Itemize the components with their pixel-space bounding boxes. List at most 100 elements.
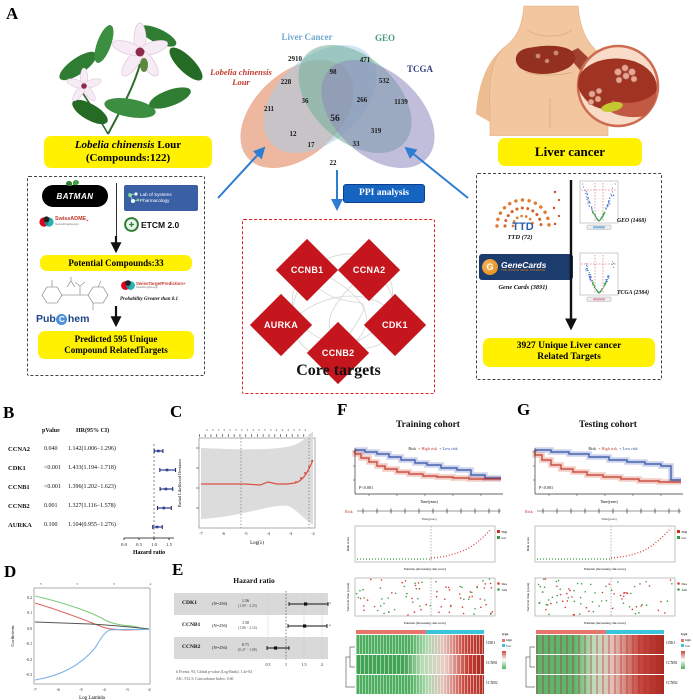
axis-tick: 0.5 <box>136 542 142 547</box>
predicted-targets-box: Predicted 595 Unique Compound RelatedTar… <box>38 331 194 359</box>
risk-strip-x-label: Time(years) <box>421 517 436 521</box>
legend-high: high <box>506 637 513 642</box>
km-legend-high: + High risk <box>418 446 438 451</box>
expression-scale-icon <box>681 651 685 670</box>
panel-c-label: C <box>170 402 182 421</box>
heatmap-row <box>356 635 484 655</box>
panel-c-lasso-deviance: C 5 5 5 5 5 5 5 5 5 5 5 5 4 4 4 3 3 2 -7… <box>170 402 316 546</box>
heatmap-gene: CDK1 <box>666 641 676 645</box>
panel-f-training-cohort: F Training cohort Risk+ High risk+ Low r… <box>333 398 515 700</box>
axis-tick: 1.0 <box>151 542 157 547</box>
x-tick: 2 <box>321 662 323 667</box>
plant-name-rest: Lour <box>154 139 182 151</box>
legend-type: type <box>502 632 509 636</box>
survival-scatter: Dead Alive Patients (increasing risk sco… <box>526 577 687 625</box>
heatmap-row <box>356 675 484 695</box>
lsp-line1: Lab of Systems <box>140 192 172 198</box>
n-count: (N=256) <box>212 623 228 628</box>
x-tick: -7 <box>33 687 36 692</box>
pubchem-hem: hem <box>67 313 90 325</box>
genecards-ball-icon: G <box>482 259 498 275</box>
probability-note: Probability Greater than 0.1 <box>120 297 179 302</box>
down-arrow-icon <box>565 180 577 331</box>
panel-e-label: E <box>172 560 184 579</box>
heatmap-row <box>536 635 664 655</box>
predicted-line2: Compound RelatedTargets <box>64 344 168 355</box>
venn-label-lobelia: Lobelia chinensis Lour <box>205 67 277 88</box>
cohort-title: Training cohort <box>396 420 460 430</box>
venn-label-tcga: TCGA <box>407 64 434 74</box>
y-axis-label: Coefficients <box>10 625 15 646</box>
zebra-band <box>174 637 328 659</box>
genecards-sub: THE HUMAN GENE DATABASE <box>501 269 546 273</box>
scatter-legend-alive: Alive <box>502 588 508 592</box>
tcga-caption: TCGA (2384) <box>617 290 650 296</box>
venn-count: 36 <box>302 97 310 105</box>
ttd-wordmark: TTD <box>512 221 533 233</box>
pvalue: 0.100 <box>44 522 58 528</box>
venn-count: 33 <box>353 140 361 148</box>
venn-count: 211 <box>264 105 275 113</box>
km-legend-risk: Risk <box>588 446 597 451</box>
scatter-y-label: Survival time (years) <box>346 583 350 612</box>
etcm-icon <box>124 217 139 232</box>
liver-targets-box: 3927 Unique Liver cancer Related Targets <box>483 338 655 367</box>
panel-d-label: D <box>4 562 16 581</box>
footnote: # Events: 93; Global p-value (Log-Rank):… <box>176 670 253 674</box>
panel-b-label: B <box>3 403 15 422</box>
leaf-icon <box>66 181 72 186</box>
genecards-caption: Gene Cards (3891) <box>498 284 548 291</box>
core-gene-label: CCNA2 <box>352 264 386 275</box>
hr-ci: (1.09 − 2.23) <box>238 604 257 608</box>
heatmap-legend: type high low <box>502 632 513 670</box>
risk-type-bar <box>536 630 664 634</box>
gene: CCNA2 <box>8 446 31 453</box>
heatmap-row <box>536 655 664 675</box>
km-curve-low-risk <box>535 449 681 481</box>
svg-text:Risk+ High risk+ Low risk: Risk+ High risk+ Low risk <box>408 446 458 451</box>
top-ticks: 5 5 5 5 5 5 5 5 5 5 5 5 4 4 4 3 3 2 <box>206 428 308 432</box>
venn-count: 12 <box>290 130 298 138</box>
gene: CCNB1 <box>182 622 201 628</box>
hr-ci: (0.47 − 1.08) <box>238 648 257 652</box>
hr-ci: 1.327(1.116−1.578) <box>68 503 116 509</box>
panel-d-lasso-coefficients: D 5 5 5 4 3 1 0.2 0.1 0.0 -0.1 -0.2 -0.3… <box>4 562 170 700</box>
curve-y-label: Risk score <box>526 536 530 551</box>
risk-type-bar <box>356 630 484 634</box>
km-pvalue: P<0.001 <box>539 485 553 490</box>
risk-table-strip: Risk Time(years) <box>525 508 681 521</box>
targets-line1: 3927 Unique Liver cancer <box>516 341 622 351</box>
col-pvalue: pValue <box>42 428 60 434</box>
gene: CCNB1 <box>8 484 30 491</box>
etcm-label: ETCM 2.0 <box>141 219 180 230</box>
scatter-x-label: Patients (increasing risk score) <box>584 621 626 625</box>
pvalue: 0.040 <box>44 446 58 452</box>
venn-label-geo: GEO <box>375 33 395 43</box>
venn-count: 98 <box>330 68 338 76</box>
swissadme-sub: SwissDrugDesign <box>55 222 79 227</box>
x-tick: -5 <box>79 687 82 692</box>
ppi-analysis-label: PPI analysis <box>359 188 409 198</box>
heatmap-row <box>356 655 484 675</box>
x-tick: -2 <box>147 687 150 692</box>
survival-scatter: Dead Alive Patients (increasing risk sco… <box>346 577 508 625</box>
x-tick: -4 <box>102 687 105 692</box>
heatmap-gene: CDK1 <box>486 641 496 645</box>
hr-value: 0.71 <box>242 642 249 647</box>
expression-heatmap: CDK1 CCNB1 CCNB2 type high low <box>345 630 515 698</box>
curve-y-label: Risk score <box>346 536 350 551</box>
chemical-structure <box>41 277 109 310</box>
risk-strip-x-label: Time(years) <box>601 517 616 521</box>
col-hr: HR(95% CI) <box>76 428 110 434</box>
km-curve-high-risk <box>354 450 501 480</box>
risk-score-curve: High risk low Risk Patients (increasing … <box>346 525 507 571</box>
scatter-points <box>355 578 494 616</box>
forest-ci-plot: 0.0 0.5 1.0 1.5 Hazard ratio <box>121 444 177 556</box>
panel-a-label: A <box>6 4 19 23</box>
plant-name-italic: Lobelia chinensis <box>74 139 155 151</box>
arrow-right-to-venn-icon <box>404 146 469 199</box>
panel-g-testing-cohort: G Testing cohort Risk+ High risk+ Low ri… <box>513 398 693 700</box>
volcano-points <box>585 261 615 294</box>
km-legend-high: + High risk <box>598 446 618 451</box>
